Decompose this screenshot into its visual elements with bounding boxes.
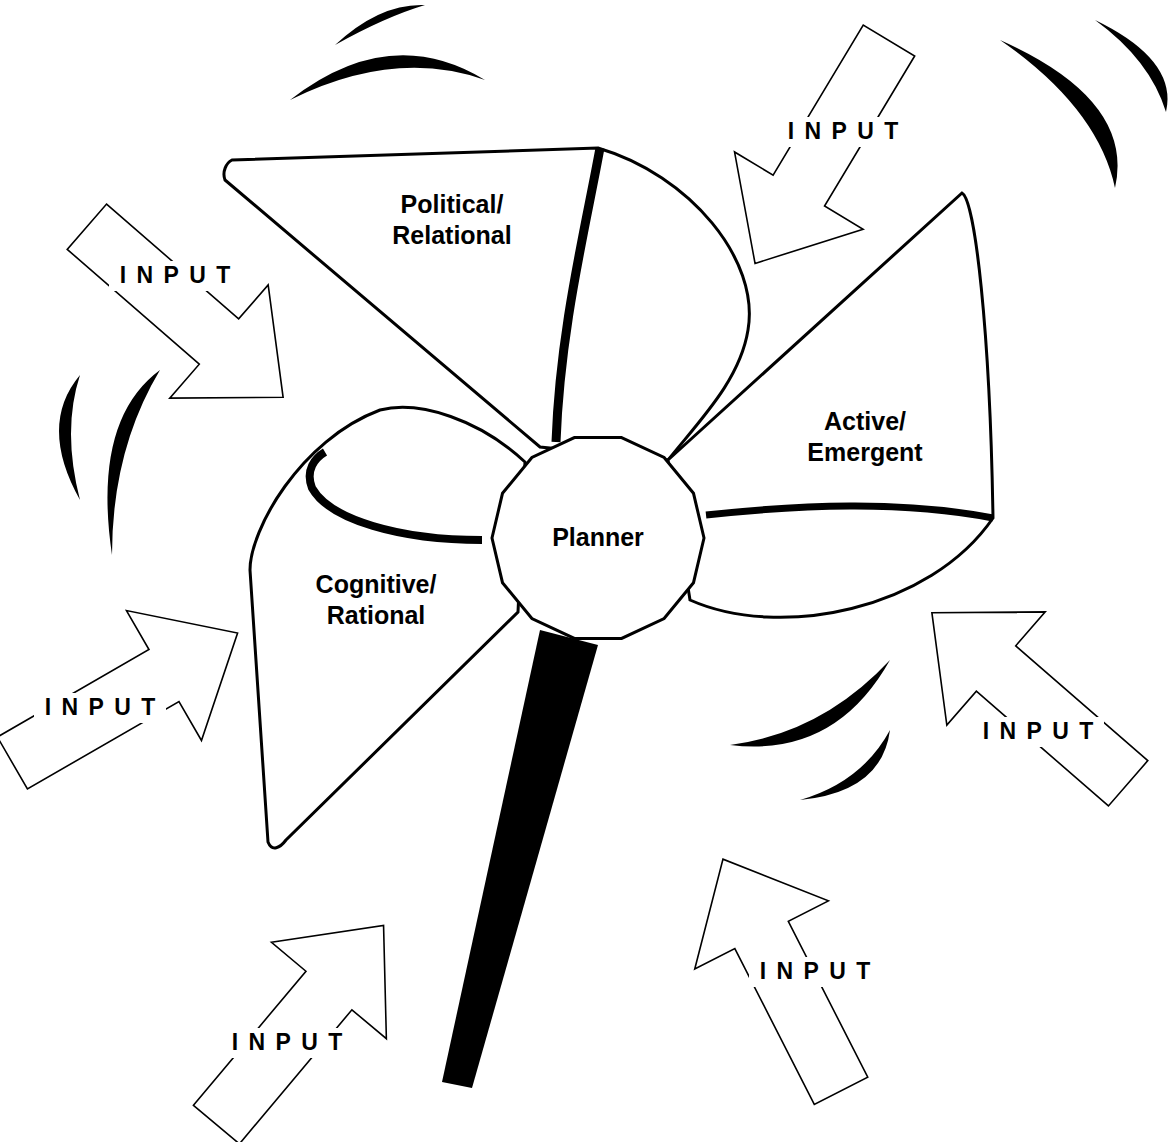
blade-fold xyxy=(310,452,482,540)
input-label: INPUT xyxy=(34,693,165,722)
motion-swirl xyxy=(290,55,485,100)
motion-swirl xyxy=(730,660,890,747)
blade-node: Active/ Emergent xyxy=(777,400,954,475)
input-label: INPUT xyxy=(221,1028,352,1057)
blade-label: Political/ Relational xyxy=(377,189,527,252)
input-arrow xyxy=(656,825,908,1125)
hub-node: Planner xyxy=(489,432,707,644)
input-arrow xyxy=(0,568,275,828)
blade-node: Cognitive/ Rational xyxy=(290,563,462,638)
input-label: INPUT xyxy=(777,117,908,146)
blade-label: Cognitive/ Rational xyxy=(296,569,456,632)
pinwheel-blade xyxy=(250,407,525,847)
motion-swirl xyxy=(1000,40,1118,188)
input-arrow xyxy=(159,877,441,1142)
motion-swirl xyxy=(335,5,425,45)
pinwheel-stick xyxy=(442,630,598,1088)
hub-label: Planner xyxy=(498,522,698,553)
blade-label: Active/ Emergent xyxy=(783,406,948,469)
input-label: INPUT xyxy=(749,957,880,986)
input-label: INPUT xyxy=(109,261,240,290)
pinwheel-blade xyxy=(668,193,993,617)
blade-fold xyxy=(706,506,993,518)
motion-swirl xyxy=(59,375,80,500)
hub-polygon xyxy=(492,438,704,639)
motion-swirl xyxy=(107,370,160,555)
motion-swirl xyxy=(800,730,890,800)
input-label: INPUT xyxy=(972,717,1103,746)
motion-swirl xyxy=(1095,20,1168,112)
pinwheel-blade xyxy=(224,148,749,460)
blade-node: Political/ Relational xyxy=(371,183,533,258)
input-arrow xyxy=(883,556,1172,840)
blade-fold xyxy=(556,148,600,442)
